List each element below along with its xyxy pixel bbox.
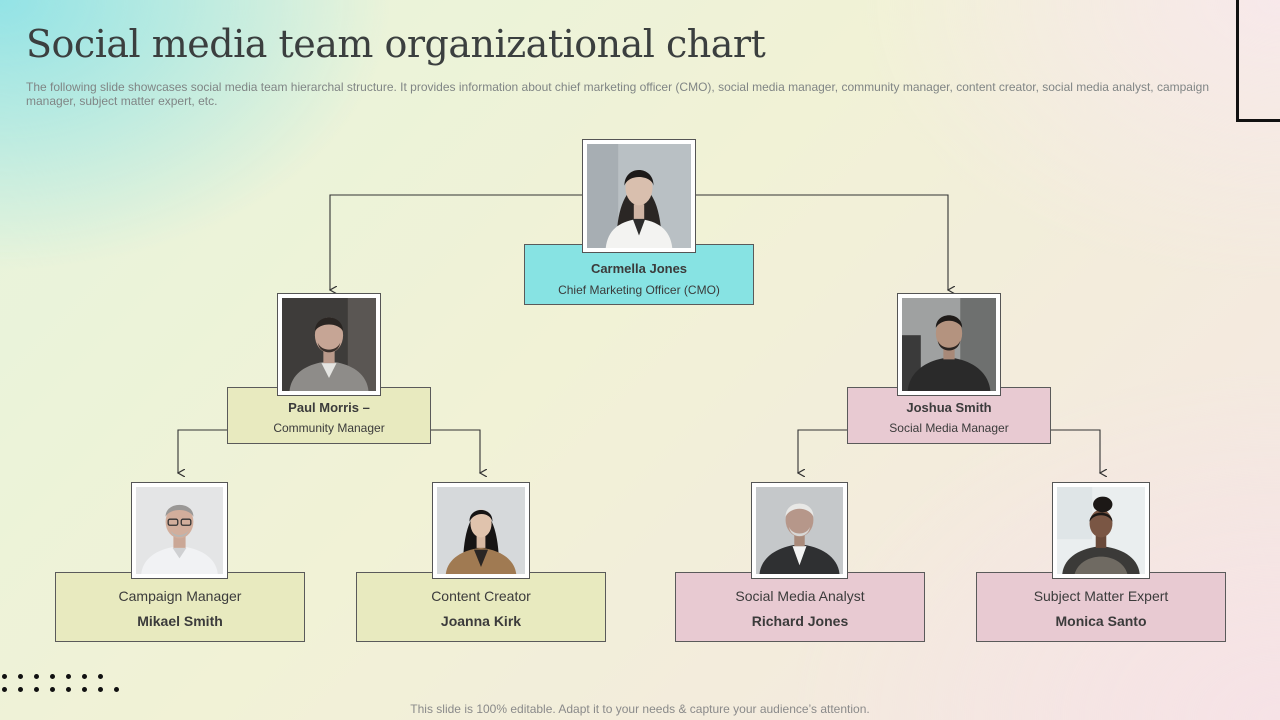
cmo-name: Carmella Jones [590,260,688,276]
connector-community-to-content [431,429,480,473]
connector-cmo-to-social [696,194,948,290]
social-media-manager-name: Joshua Smith [906,400,992,415]
community-manager-card: Paul Morris – Community Manager [227,387,431,444]
campaign-manager-role: Campaign Manager [118,587,242,604]
social-media-manager-role: Social Media Manager [889,421,1009,435]
cmo-photo [582,139,696,253]
social-media-manager-card: Joshua Smith Social Media Manager [847,387,1051,444]
social-media-manager-photo [897,293,1001,396]
content-creator-name: Joanna Kirk [440,612,522,629]
social-media-analyst-card: Social Media Analyst Richard Jones [675,572,925,642]
page-title: Social media team organizational chart [26,22,766,66]
campaign-manager-photo [131,482,228,579]
campaign-manager-card: Campaign Manager Mikael Smith [55,572,305,642]
subject-matter-expert-role: Subject Matter Expert [1033,587,1169,604]
content-creator-role: Content Creator [431,587,531,604]
connector-community-to-campaign [178,429,228,473]
subject-matter-expert-name: Monica Santo [1055,612,1147,629]
subject-matter-expert-photo [1052,482,1150,579]
connector-social-to-analyst [798,429,848,473]
social-media-analyst-photo [751,482,848,579]
cmo-role: Chief Marketing Officer (CMO) [558,282,720,297]
community-manager-role: Community Manager [273,421,385,435]
cmo-card: Carmella Jones Chief Marketing Officer (… [524,244,754,305]
campaign-manager-name: Mikael Smith [137,612,223,629]
man-portrait-icon [902,298,996,391]
content-creator-photo [432,482,530,579]
woman-portrait-icon [437,487,525,574]
man-portrait-icon [756,487,843,574]
connector-cmo-to-community [330,194,582,290]
corner-bracket-decoration [1236,0,1280,122]
woman-portrait-icon [1057,487,1145,574]
social-media-analyst-role: Social Media Analyst [735,587,865,604]
man-portrait-icon [136,487,223,574]
man-portrait-icon [282,298,376,391]
community-manager-photo [277,293,381,396]
footer-note: This slide is 100% editable. Adapt it to… [410,702,870,716]
subject-matter-expert-card: Subject Matter Expert Monica Santo [976,572,1226,642]
social-media-analyst-name: Richard Jones [751,612,849,629]
content-creator-card: Content Creator Joanna Kirk [356,572,606,642]
community-manager-name: Paul Morris – [288,400,370,415]
woman-portrait-icon [587,144,691,248]
connector-social-to-expert [1050,429,1100,473]
page-subtitle: The following slide showcases social med… [26,80,1209,108]
